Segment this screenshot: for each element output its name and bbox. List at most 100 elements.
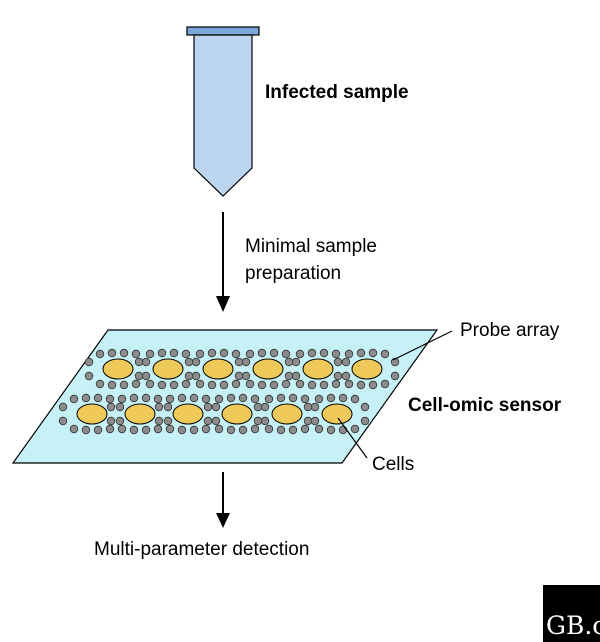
probe-dot — [231, 349, 241, 359]
probe-dot — [214, 394, 224, 404]
probe-dot — [169, 348, 179, 358]
probe-dot — [219, 380, 229, 390]
cell-unit — [106, 393, 173, 435]
probe-dot — [177, 425, 187, 435]
probe-dot — [241, 371, 251, 381]
probe-dot — [106, 416, 116, 426]
probe-dot — [157, 380, 167, 390]
probe-dot — [184, 357, 194, 367]
probe-dot — [238, 393, 248, 403]
probe-dot — [201, 424, 211, 434]
probe-dot — [115, 402, 125, 412]
probe-dot — [105, 424, 115, 434]
test-tube — [186, 26, 260, 197]
probe-dot — [245, 379, 255, 389]
probe-dot — [165, 424, 175, 434]
probe-dot — [338, 425, 348, 435]
probe-dot — [300, 424, 310, 434]
probe-dot — [153, 394, 163, 404]
probe-dot — [307, 380, 317, 390]
probe-dot — [131, 379, 141, 389]
preparation-label-line1: Minimal sample — [245, 236, 377, 257]
cell — [351, 358, 383, 380]
probe-dot — [390, 371, 400, 381]
probe-dot — [93, 393, 103, 403]
probe-dot — [314, 394, 324, 404]
probe-dot — [276, 425, 286, 435]
logo-text-value: GB.c — [546, 611, 600, 640]
arrow-down-icon — [216, 212, 230, 312]
cell — [172, 403, 204, 425]
probe-dot — [333, 371, 343, 381]
probe-dot — [131, 349, 141, 359]
probe-dot — [350, 394, 360, 404]
probe-dot — [157, 348, 167, 358]
probe-dot — [69, 394, 79, 404]
probe-dot — [145, 379, 155, 389]
probe-dot — [181, 349, 191, 359]
probe-dot — [234, 357, 244, 367]
probe-dot — [257, 348, 267, 358]
probe-dot — [288, 393, 298, 403]
probe-dot — [284, 357, 294, 367]
probe-dot — [163, 402, 173, 412]
probe-dot — [169, 380, 179, 390]
probe-dot — [344, 349, 354, 359]
cell-unit — [303, 393, 370, 435]
probe-dot — [214, 424, 224, 434]
probe-dot — [356, 348, 366, 358]
cell — [202, 358, 234, 380]
cell — [221, 403, 253, 425]
probe-dot — [141, 393, 151, 403]
cell — [321, 403, 353, 425]
detection-label: Multi-parameter detection — [94, 539, 310, 560]
probe-dot — [117, 424, 127, 434]
probe-dot — [319, 348, 329, 358]
probe-dot — [250, 424, 260, 434]
probe-dot — [303, 416, 313, 426]
probe-dot — [241, 357, 251, 367]
probe-dot — [245, 349, 255, 359]
cell-unit — [154, 393, 221, 435]
probe-dot — [231, 379, 241, 389]
probe-dot — [310, 402, 320, 412]
probe-dot — [58, 416, 68, 426]
probe-dot — [326, 393, 336, 403]
cell-unit — [284, 348, 351, 390]
probe-dot — [93, 425, 103, 435]
probe-dot — [154, 416, 164, 426]
cells-label: Cells — [372, 454, 415, 475]
probe-dot — [226, 425, 236, 435]
probe-dot — [184, 371, 194, 381]
probe-dot — [69, 424, 79, 434]
probe-dot — [380, 379, 390, 389]
cell-unit — [134, 348, 201, 390]
probe-dot — [253, 416, 263, 426]
probe-dot — [119, 348, 129, 358]
probe-dot — [107, 380, 117, 390]
cell — [152, 358, 184, 380]
probe-dot — [250, 394, 260, 404]
probe-dot — [314, 424, 324, 434]
probe-dot — [181, 379, 191, 389]
cell — [252, 358, 284, 380]
probe-dot — [269, 380, 279, 390]
probe-dot — [276, 393, 286, 403]
probe-dot — [81, 393, 91, 403]
cell — [76, 403, 108, 425]
probe-dot — [234, 371, 244, 381]
probe-dot — [238, 425, 248, 435]
probe-dot — [115, 416, 125, 426]
probe-dot — [129, 425, 139, 435]
probe-dot — [211, 402, 221, 412]
probe-dot — [145, 349, 155, 359]
probe-dot — [191, 371, 201, 381]
probe-dot — [300, 394, 310, 404]
probe-dot — [117, 394, 127, 404]
probe-dot — [134, 371, 144, 381]
probe-dot — [303, 402, 313, 412]
cell-array — [58, 348, 400, 435]
probe-dot — [211, 416, 221, 426]
arrow-down-icon — [216, 472, 230, 528]
probe-dot — [95, 379, 105, 389]
